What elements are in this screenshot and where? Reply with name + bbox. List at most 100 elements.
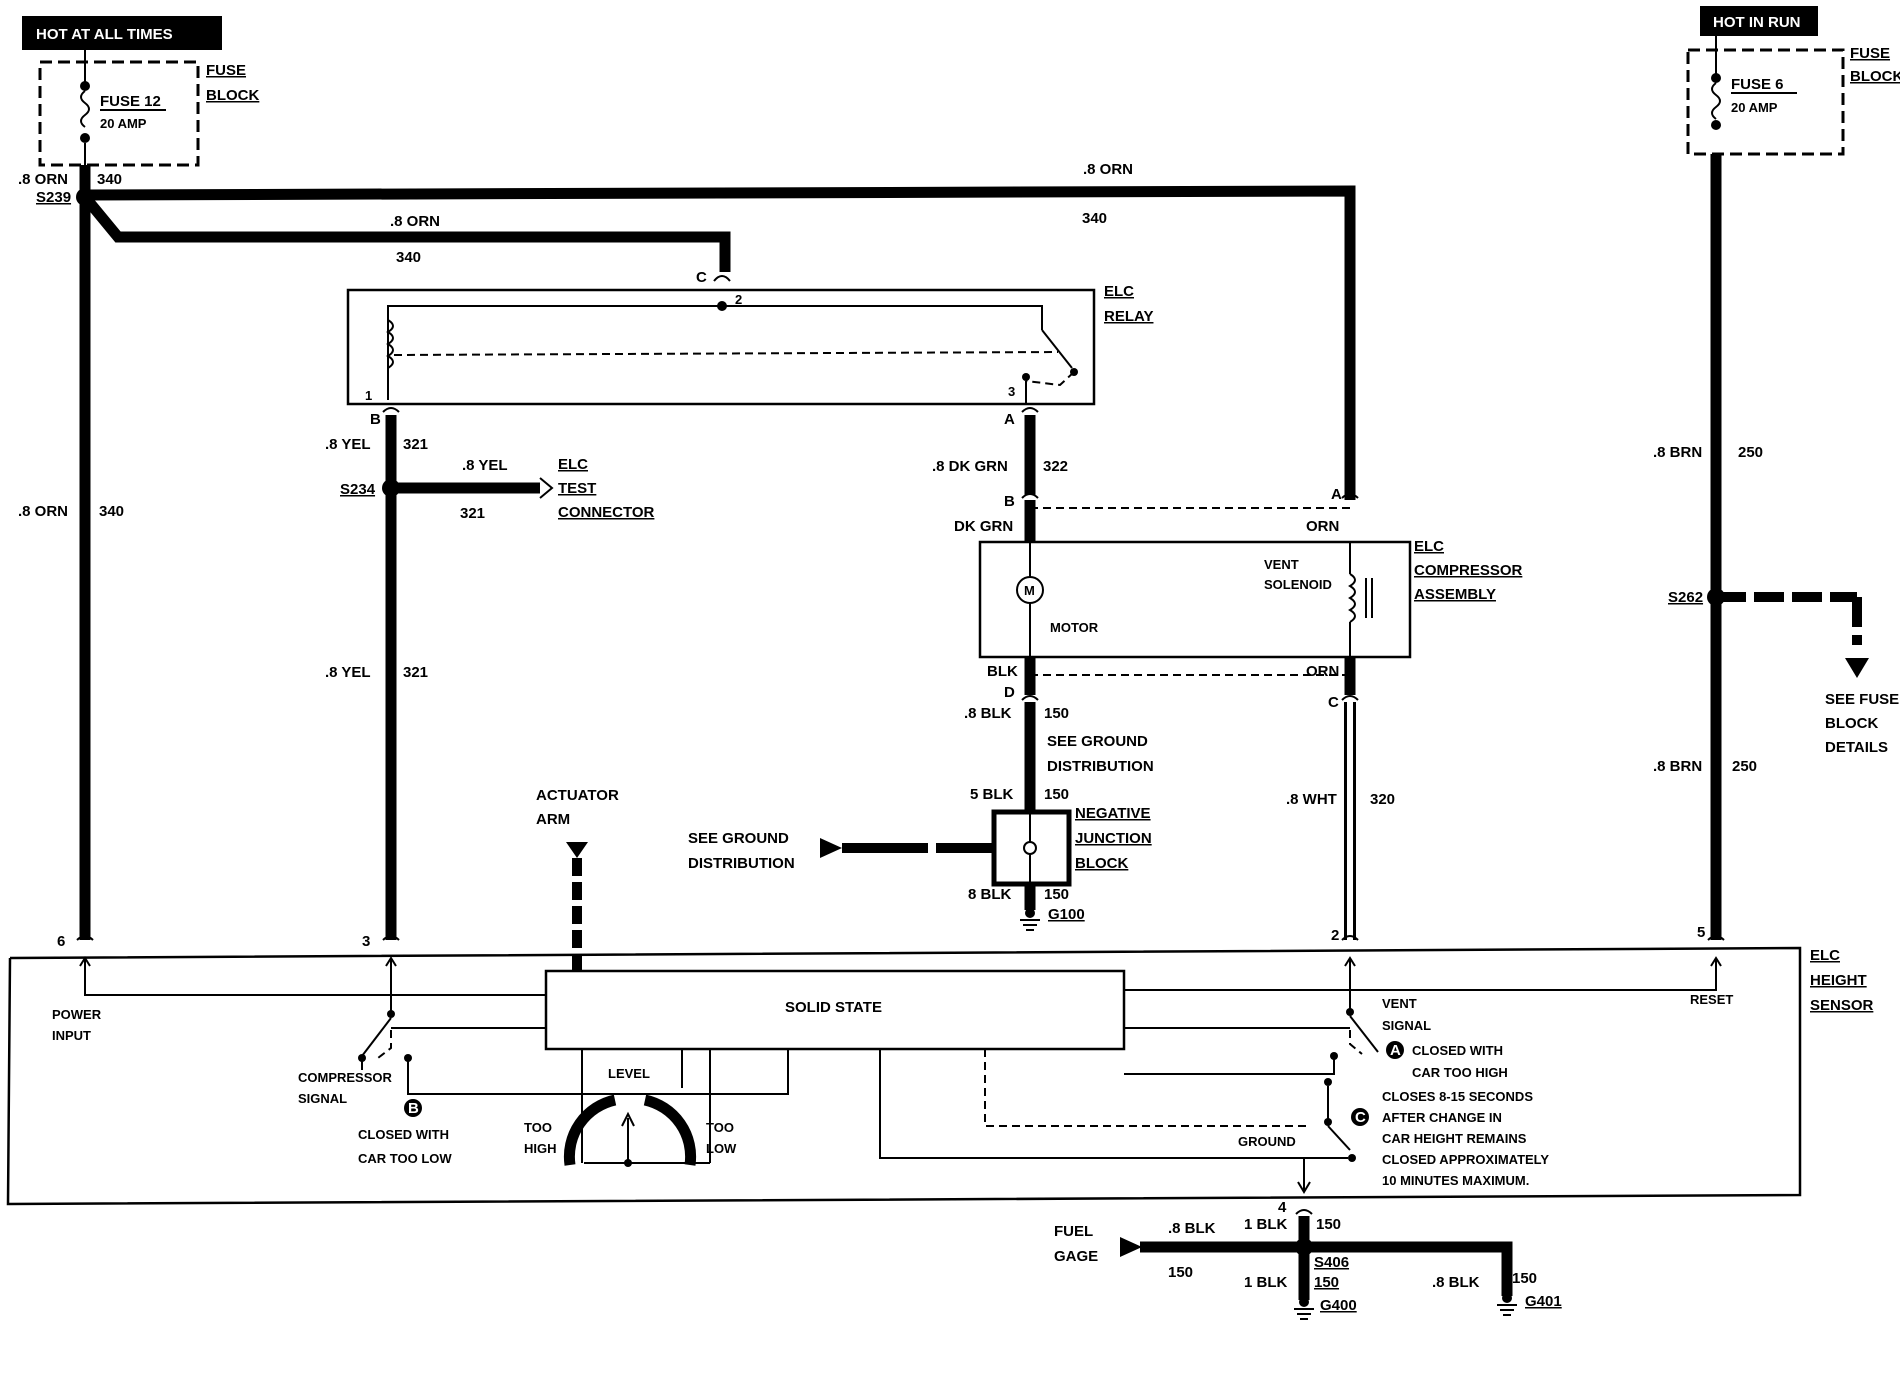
svg-text:.8 BLK: .8 BLK: [964, 705, 1012, 722]
svg-text:ELC: ELC: [1414, 538, 1444, 555]
svg-text:8 BLK: 8 BLK: [968, 886, 1012, 903]
elc-relay: C 2 1 3 ELC RELAY: [346, 269, 1153, 406]
svg-text:150: 150: [1044, 705, 1069, 722]
svg-text:CAR TOO LOW: CAR TOO LOW: [358, 1151, 452, 1166]
svg-text:ELC: ELC: [558, 456, 588, 473]
svg-text:1 BLK: 1 BLK: [1244, 1274, 1288, 1291]
svg-text:SIGNAL: SIGNAL: [298, 1091, 347, 1106]
hot-in-run-label: HOT IN RUN: [1700, 6, 1818, 36]
svg-text:JUNCTION: JUNCTION: [1075, 830, 1152, 847]
svg-text:TOO: TOO: [706, 1120, 734, 1135]
svg-text:A: A: [1004, 411, 1015, 428]
elc-test-connector: ELC TEST CONNECTOR: [558, 456, 655, 521]
svg-text:TEST: TEST: [558, 480, 596, 497]
svg-text:150: 150: [1044, 786, 1069, 803]
svg-text:340: 340: [396, 249, 421, 266]
svg-text:.8 BLK: .8 BLK: [1168, 1220, 1216, 1237]
svg-text:SOLENOID: SOLENOID: [1264, 577, 1332, 592]
svg-text:LEVEL: LEVEL: [608, 1066, 650, 1081]
svg-text:FUSE: FUSE: [206, 62, 246, 79]
svg-text:CLOSED WITH: CLOSED WITH: [358, 1127, 449, 1142]
svg-text:ACTUATOR: ACTUATOR: [536, 787, 619, 804]
svg-text:CLOSES 8-15 SECONDS: CLOSES 8-15 SECONDS: [1382, 1089, 1533, 1104]
fuse-6: FUSE 6 20 AMP FUSE BLOCK: [1686, 36, 1900, 156]
svg-text:BLOCK: BLOCK: [206, 87, 259, 104]
svg-text:COMPRESSOR: COMPRESSOR: [298, 1070, 393, 1085]
svg-text:20 AMP: 20 AMP: [1731, 100, 1778, 115]
svg-text:SOLID STATE: SOLID STATE: [785, 999, 882, 1016]
see-ground-distribution-left: SEE GROUND DISTRIBUTION: [688, 830, 994, 872]
svg-text:B: B: [370, 411, 381, 428]
svg-text:FUSE 12: FUSE 12: [100, 93, 161, 110]
svg-text:MOTOR: MOTOR: [1050, 620, 1099, 635]
svg-text:B: B: [408, 1100, 419, 1117]
svg-text:SEE GROUND: SEE GROUND: [1047, 733, 1148, 750]
svg-text:250: 250: [1732, 758, 1757, 775]
svg-text:FUSE: FUSE: [1850, 45, 1890, 62]
svg-text:.8 ORN: .8 ORN: [18, 503, 68, 520]
svg-text:ELC: ELC: [1810, 947, 1840, 964]
svg-text:DISTRIBUTION: DISTRIBUTION: [1047, 758, 1154, 775]
svg-text:BLK: BLK: [987, 663, 1018, 680]
svg-text:1 BLK: 1 BLK: [1244, 1216, 1288, 1233]
svg-text:CLOSED WITH: CLOSED WITH: [1412, 1043, 1503, 1058]
svg-text:150: 150: [1316, 1216, 1341, 1233]
svg-text:BLOCK: BLOCK: [1850, 68, 1900, 85]
svg-text:.8 BRN: .8 BRN: [1653, 444, 1702, 461]
svg-text:.8 BRN: .8 BRN: [1653, 758, 1702, 775]
svg-text:3: 3: [362, 933, 370, 950]
circuit-340-orn: .8 ORN 340 S239 .8 ORN 340 .8 ORN 340 .8…: [18, 161, 1356, 940]
svg-text:DISTRIBUTION: DISTRIBUTION: [688, 855, 795, 872]
svg-text:ASSEMBLY: ASSEMBLY: [1414, 586, 1496, 603]
svg-text:ARM: ARM: [536, 811, 570, 828]
svg-text:C: C: [1355, 1109, 1366, 1126]
svg-text:LOW: LOW: [706, 1141, 737, 1156]
svg-text:S406: S406: [1314, 1254, 1349, 1271]
svg-text:320: 320: [1370, 791, 1395, 808]
svg-text:5 BLK: 5 BLK: [970, 786, 1014, 803]
svg-text:NEGATIVE: NEGATIVE: [1075, 805, 1151, 822]
svg-text:322: 322: [1043, 458, 1068, 475]
svg-text:321: 321: [403, 436, 428, 453]
svg-text:INPUT: INPUT: [52, 1028, 91, 1043]
svg-text:S234: S234: [340, 481, 376, 498]
svg-text:CLOSED APPROXIMATELY: CLOSED APPROXIMATELY: [1382, 1152, 1549, 1167]
svg-text:ORN: ORN: [1306, 518, 1339, 535]
fuel-gage: FUEL GAGE: [1054, 1223, 1098, 1265]
svg-text:HEIGHT: HEIGHT: [1810, 972, 1867, 989]
svg-text:GROUND: GROUND: [1238, 1134, 1296, 1149]
svg-text:340: 340: [1082, 210, 1107, 227]
circuit-322-dkgrn: A .8 DK GRN 322 B DK GRN A ORN: [932, 407, 1359, 542]
svg-text:BLOCK: BLOCK: [1075, 855, 1128, 872]
svg-text:.8 ORN: .8 ORN: [1083, 161, 1133, 178]
svg-text:GAGE: GAGE: [1054, 1248, 1098, 1265]
svg-text:CAR HEIGHT REMAINS: CAR HEIGHT REMAINS: [1382, 1131, 1527, 1146]
svg-text:HOT AT ALL TIMES: HOT AT ALL TIMES: [36, 26, 173, 43]
svg-text:2: 2: [1331, 927, 1339, 944]
svg-text:.8 WHT: .8 WHT: [1286, 791, 1337, 808]
circuit-321-yel: B .8 YEL 321 S234 .8 YEL 321 .8 YEL 321: [325, 407, 554, 940]
svg-text:SIGNAL: SIGNAL: [1382, 1018, 1431, 1033]
svg-text:6: 6: [57, 933, 65, 950]
svg-text:10 MINUTES MAXIMUM.: 10 MINUTES MAXIMUM.: [1382, 1173, 1529, 1188]
svg-text:.8 DK GRN: .8 DK GRN: [932, 458, 1008, 475]
svg-text:G100: G100: [1048, 906, 1085, 923]
svg-text:CONNECTOR: CONNECTOR: [558, 504, 655, 521]
actuator-arm: ACTUATOR ARM: [536, 787, 619, 972]
svg-text:S239: S239: [36, 189, 71, 206]
svg-text:4: 4: [1278, 1199, 1287, 1216]
svg-text:150: 150: [1512, 1270, 1537, 1287]
svg-text:20 AMP: 20 AMP: [100, 116, 147, 131]
svg-text:CAR TOO HIGH: CAR TOO HIGH: [1412, 1065, 1508, 1080]
svg-text:150: 150: [1168, 1264, 1193, 1281]
svg-text:A: A: [1331, 486, 1342, 503]
svg-text:FUSE 6: FUSE 6: [1731, 76, 1784, 93]
circuit-250-brn: .8 BRN 250 S262 .8 BRN 250: [1653, 154, 1869, 940]
circuit-320-wht: ORN C .8 WHT 320: [1286, 657, 1395, 940]
svg-text:AFTER CHANGE IN: AFTER CHANGE IN: [1382, 1110, 1502, 1125]
svg-text:150: 150: [1314, 1274, 1339, 1291]
fuse-12: FUSE 12 20 AMP FUSE BLOCK: [38, 50, 259, 167]
svg-text:SENSOR: SENSOR: [1810, 997, 1874, 1014]
svg-text:321: 321: [403, 664, 428, 681]
svg-text:TOO: TOO: [524, 1120, 552, 1135]
